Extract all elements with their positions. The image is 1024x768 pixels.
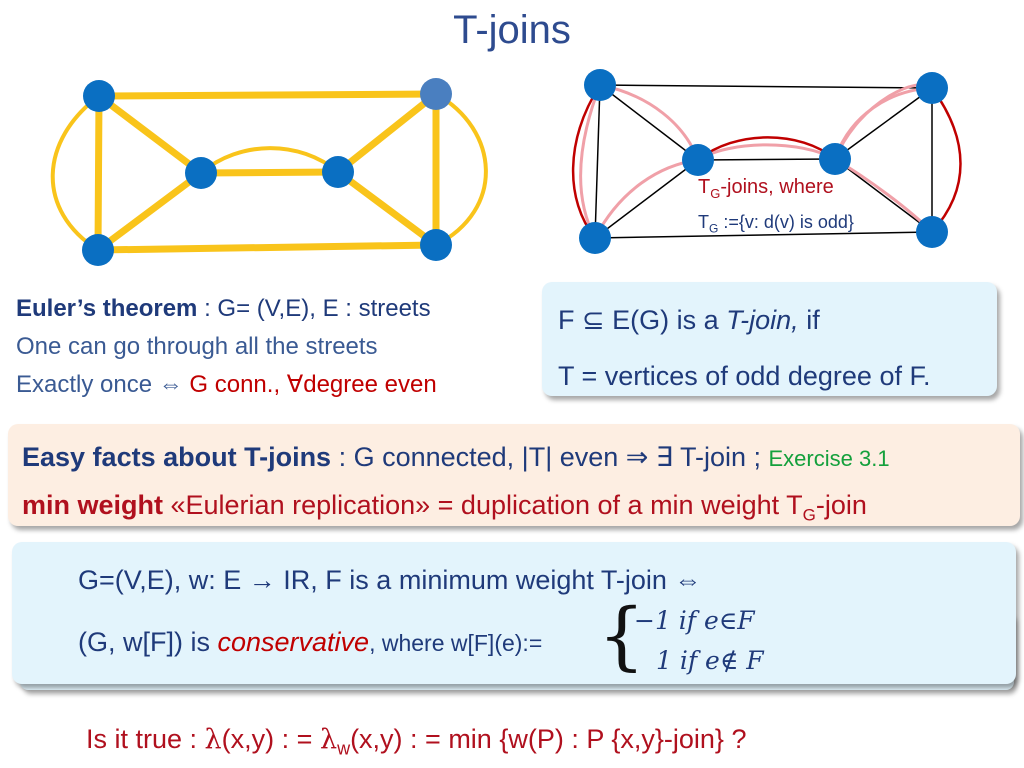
edge — [94, 92, 103, 254]
edge — [697, 136, 836, 161]
edge — [334, 168, 440, 249]
case-negative: −1 𝑖𝑓 𝑒∈𝐹 — [634, 606, 755, 635]
easy-facts-line1: Easy facts about T-joins : G connected, … — [22, 442, 890, 472]
edge — [599, 84, 933, 89]
tjoin-def-line1: F ⊆ E(G) is a T-join, if — [558, 305, 820, 335]
euler-theorem: Euler’s theorem : G= (V,E), E : streets … — [16, 290, 437, 404]
euler-heading: Euler’s theorem — [16, 295, 198, 322]
vertex — [916, 216, 948, 248]
euler-line1: Euler’s theorem : G= (V,E), E : streets — [16, 295, 431, 322]
euler-line2: One can go through all the streets — [16, 333, 378, 360]
cases-brace: { — [598, 593, 646, 679]
edge — [50, 94, 101, 252]
vertex — [322, 156, 354, 188]
vertex — [579, 222, 611, 254]
theorem-line1: G=(V,E), w: E → IR, F is a minimum weigh… — [78, 565, 702, 595]
euler-graph — [50, 78, 488, 266]
edge — [95, 92, 205, 177]
easy-facts-line2: min weight «Eulerian replication» = dupl… — [22, 490, 867, 525]
edge — [594, 84, 601, 239]
tg-joins-label: TG-joins, where — [698, 176, 834, 201]
tjoin-definition-box: F ⊆ E(G) is a T-join, if T = vertices of… — [542, 282, 997, 396]
case-positive: 1 𝑖𝑓 𝑒∉ 𝐹 — [656, 646, 764, 675]
lambda-w-symbol: λ — [319, 724, 338, 755]
slide-title: T-joins — [453, 8, 571, 52]
edge — [434, 92, 488, 247]
edge — [834, 87, 933, 160]
tg-definition-label: TG :={v: d(v) is odd} — [698, 212, 854, 236]
vertex — [83, 80, 115, 112]
theorem-box: G=(V,E), w: E → IR, F is a minimum weigh… — [12, 542, 1016, 684]
vertex — [82, 234, 114, 266]
tjoin-graph — [571, 69, 962, 254]
vertex — [185, 157, 217, 189]
edge — [599, 84, 699, 161]
edge — [95, 90, 440, 100]
edge — [571, 84, 602, 239]
edge — [594, 231, 933, 239]
easy-facts-box: Easy facts about T-joins : G connected, … — [8, 424, 1020, 526]
tjoin-def-line2: T = vertices of odd degree of F. — [558, 361, 931, 391]
vertex — [584, 69, 616, 101]
vertex — [420, 78, 452, 110]
edge — [930, 87, 962, 233]
edge — [94, 241, 440, 254]
edge — [94, 169, 205, 254]
edge — [199, 146, 340, 175]
vertex — [682, 144, 714, 176]
vertex — [420, 229, 452, 261]
exercise-ref: Exercise 3.1 — [768, 446, 890, 471]
question-line: Is it true : λ(x,y) : = λw(x,y) : = min … — [86, 724, 747, 759]
vertex — [916, 72, 948, 104]
lambda-symbol: λ — [204, 724, 222, 755]
edge — [594, 159, 699, 239]
edge — [334, 90, 440, 176]
edge — [197, 168, 342, 177]
edge — [834, 158, 933, 233]
edge — [697, 158, 836, 161]
vertex — [819, 143, 851, 175]
theorem-line2: (G, w[F]) is conservative, where w[F](e)… — [78, 627, 543, 657]
euler-line3: Exactly once ⇔ G conn., ∀degree even — [16, 371, 437, 398]
